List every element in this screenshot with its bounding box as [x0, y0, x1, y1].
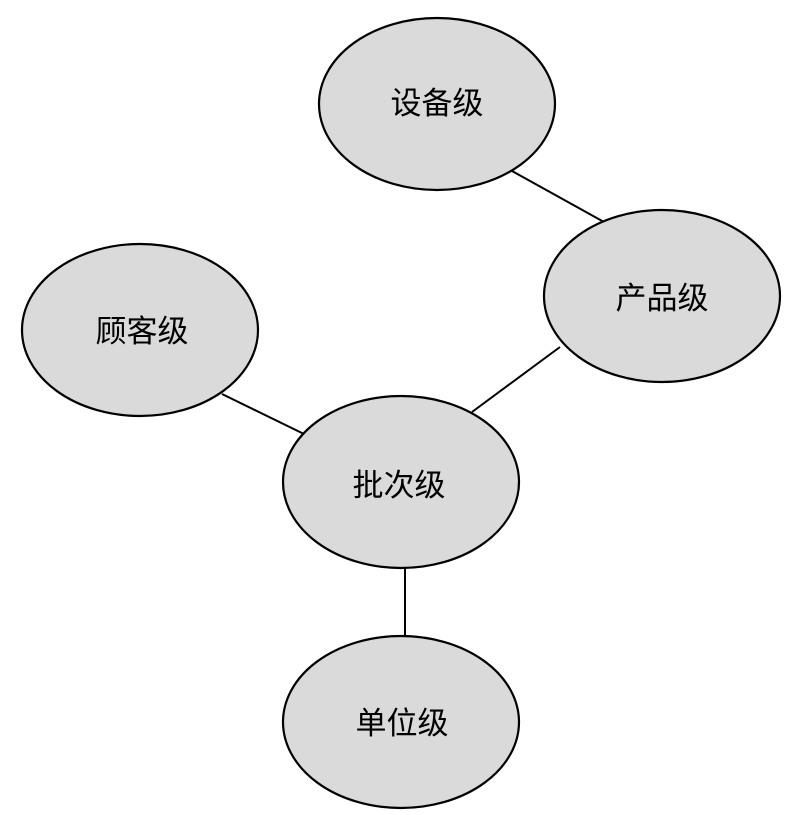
node-batch-label: 批次级 — [353, 468, 446, 504]
node-unit-label: 单位级 — [356, 706, 449, 742]
node-customer: 顾客级 — [20, 242, 260, 418]
node-product-shape — [542, 208, 782, 384]
node-customer-shape — [20, 242, 260, 418]
node-equipment-label: 设备级 — [391, 86, 484, 122]
node-customer-label: 顾客级 — [96, 314, 189, 350]
edge-product-batch — [471, 346, 561, 413]
node-unit-shape — [281, 634, 521, 810]
node-batch-shape — [281, 394, 521, 570]
node-batch: 批次级 — [281, 394, 521, 570]
node-product: 产品级 — [542, 208, 782, 384]
edges-layer — [221, 170, 605, 636]
node-equipment: 设备级 — [317, 16, 557, 192]
node-equipment-shape — [317, 16, 557, 192]
edge-customer-batch — [221, 393, 305, 435]
edge-equipment-product — [511, 170, 605, 223]
nodes-layer: 设备级 产品级 顾客级 批次级 单位级 — [20, 16, 782, 810]
node-unit: 单位级 — [281, 634, 521, 810]
node-product-label: 产品级 — [616, 281, 709, 317]
